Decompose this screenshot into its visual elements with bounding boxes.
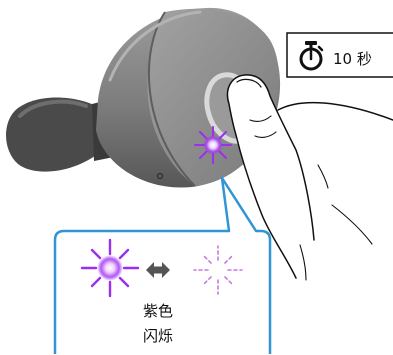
timer-label: 10 秒 (333, 50, 372, 68)
timer-box: 10 秒 (287, 33, 393, 77)
callout-text-line1: 紫色 (143, 302, 173, 320)
callout: 紫色 闪烁 (55, 178, 270, 354)
purple-light-burst-icon (195, 127, 231, 163)
callout-text-line2: 闪烁 (143, 327, 173, 345)
